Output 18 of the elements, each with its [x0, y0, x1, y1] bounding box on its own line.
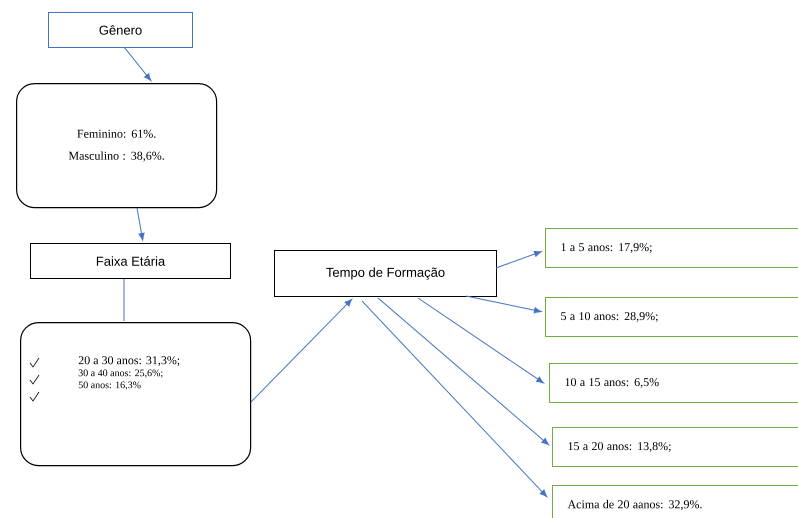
arrow: [124, 46, 152, 81]
rounded-box: Feminino: 61%. Masculino : 38,6%.: [16, 83, 218, 208]
label-box: Faixa Etária: [30, 243, 231, 279]
label-box: Gênero: [48, 12, 193, 48]
result-box: 15 a 20 anos: 13,8%;: [552, 427, 798, 467]
rounded-box: 20 a 30 anos: 31,3%; 30 a 40 anos: 25,6%; 50 anos: 16,3%: [20, 322, 252, 466]
arrow: [378, 298, 549, 446]
arrow: [250, 298, 352, 402]
arrow: [136, 208, 145, 241]
result-box: Acima de 20 aanos: 32,9%.: [552, 485, 798, 518]
arrow: [418, 298, 544, 384]
result-box: 10 a 15 anos: 6,5%: [549, 363, 798, 403]
arrow: [362, 300, 548, 498]
result-box: 1 a 5 anos: 17,9%;: [545, 228, 798, 268]
label-box: Tempo de Formação: [274, 250, 497, 297]
arrow: [466, 296, 542, 314]
arrow: [496, 250, 542, 268]
result-box: 5 a 10 anos: 28,9%;: [545, 297, 798, 337]
